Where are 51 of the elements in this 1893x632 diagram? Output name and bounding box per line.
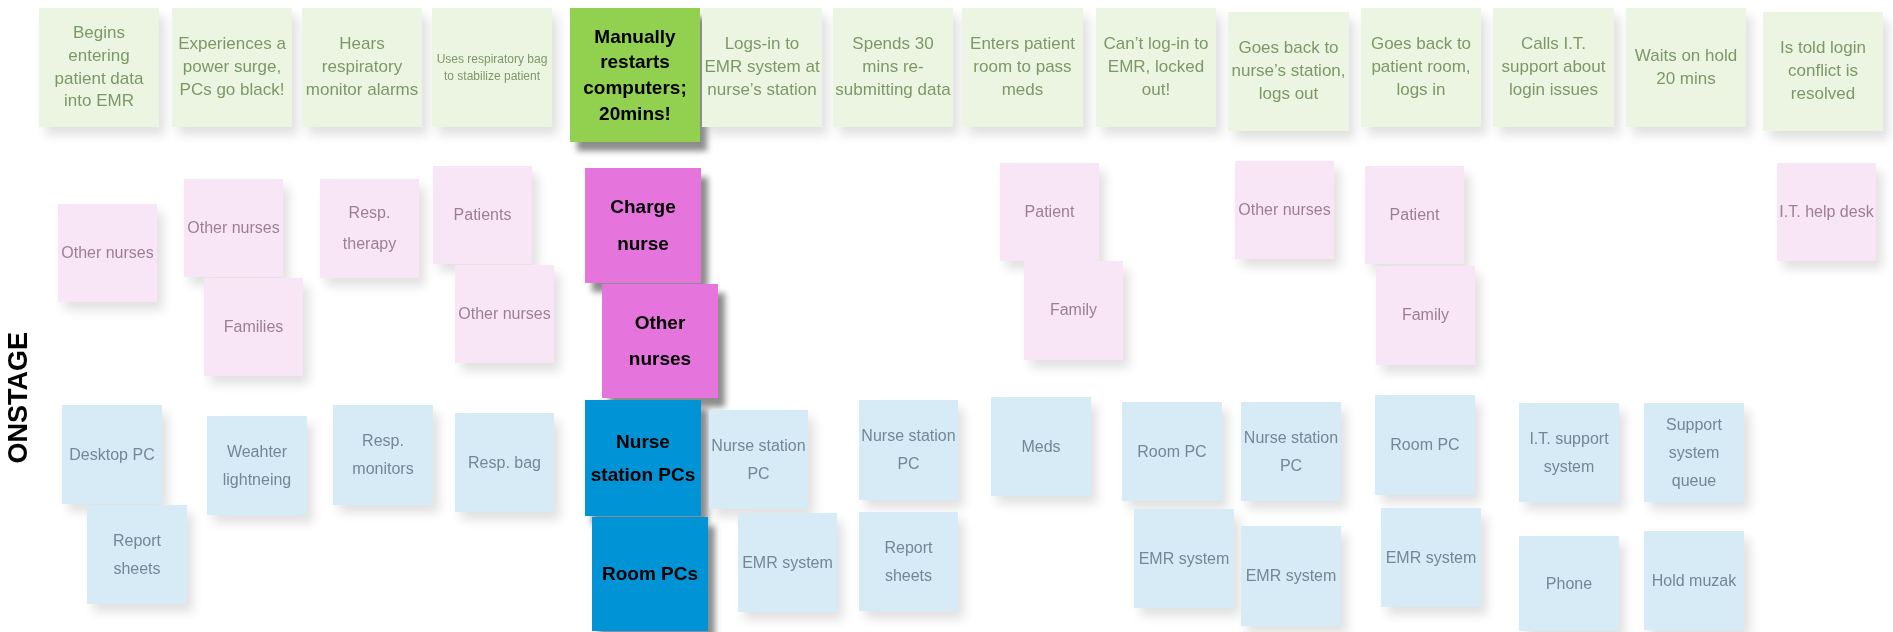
prop-note: Room PC <box>1375 395 1475 495</box>
actor-note: Patient <box>1000 163 1099 261</box>
prop-note: Hold muzak <box>1644 531 1744 630</box>
actor-note: Other nurses <box>455 265 554 363</box>
actor-note: Patient <box>1365 166 1464 264</box>
prop-note: Weahter lightneing <box>207 416 307 515</box>
step-note: Experiences a power surge, PCs go black! <box>172 8 292 127</box>
step-note: Logs-in to EMR system at nurse’s station <box>702 8 822 127</box>
step-note: Calls I.T. support about login issues <box>1493 8 1614 127</box>
prop-note: Report sheets <box>859 512 958 611</box>
actor-note: Other nurses <box>184 179 283 277</box>
prop-note: EMR system <box>738 513 837 612</box>
actor-note: I.T. help desk <box>1777 163 1876 261</box>
prop-note: Meds <box>991 397 1091 496</box>
prop-note: EMR system <box>1381 508 1481 607</box>
prop-note: Nurse station PC <box>709 410 808 509</box>
prop-note: Phone <box>1519 536 1619 631</box>
actor-note: Patients <box>433 166 532 264</box>
step-note: Manually restarts computers; 20mins! <box>570 8 700 142</box>
actor-note: Family <box>1376 266 1475 365</box>
lane-label: ONSTAGE <box>2 333 34 464</box>
step-note: Goes back to nurse’s station, logs out <box>1228 12 1349 131</box>
step-note: Hears respiratory monitor alarms <box>302 8 422 127</box>
step-note: Begins entering patient data into EMR <box>39 8 159 127</box>
actor-note: Families <box>204 278 303 376</box>
actor-note: Family <box>1024 261 1123 360</box>
actor-note: Other nurses <box>1235 161 1334 259</box>
prop-note: EMR system <box>1241 526 1341 626</box>
step-note: Goes back to patient room, logs in <box>1361 8 1481 127</box>
prop-note: Nurse station PC <box>1241 402 1341 501</box>
prop-note: Report sheets <box>87 505 187 604</box>
actor-note: Other nurses <box>602 284 718 398</box>
actor-note: Charge nurse <box>585 168 701 283</box>
prop-note: Resp. monitors <box>333 405 433 505</box>
step-note: Uses respiratory bag to stabilize patient <box>432 8 552 127</box>
actor-note: Resp. therapy <box>320 179 419 278</box>
step-note: Is told login conflict is resolved <box>1763 12 1883 131</box>
step-note: Spends 30 mins re-submitting data <box>833 8 953 127</box>
prop-note: EMR system <box>1134 509 1234 608</box>
actor-note: Other nurses <box>58 204 157 302</box>
prop-note: Nurse station PCs <box>585 400 701 516</box>
prop-note: Nurse station PC <box>859 400 958 500</box>
prop-note: Room PCs <box>592 517 708 631</box>
step-note: Waits on hold 20 mins <box>1626 8 1746 127</box>
prop-note: Support system queue <box>1644 403 1744 502</box>
step-note: Can’t log-in to EMR, locked out! <box>1096 8 1216 127</box>
prop-note: Resp. bag <box>455 413 554 512</box>
prop-note: Desktop PC <box>62 405 162 504</box>
prop-note: I.T. support system <box>1519 403 1619 502</box>
step-note: Enters patient room to pass meds <box>962 8 1083 127</box>
prop-note: Room PC <box>1122 402 1222 501</box>
